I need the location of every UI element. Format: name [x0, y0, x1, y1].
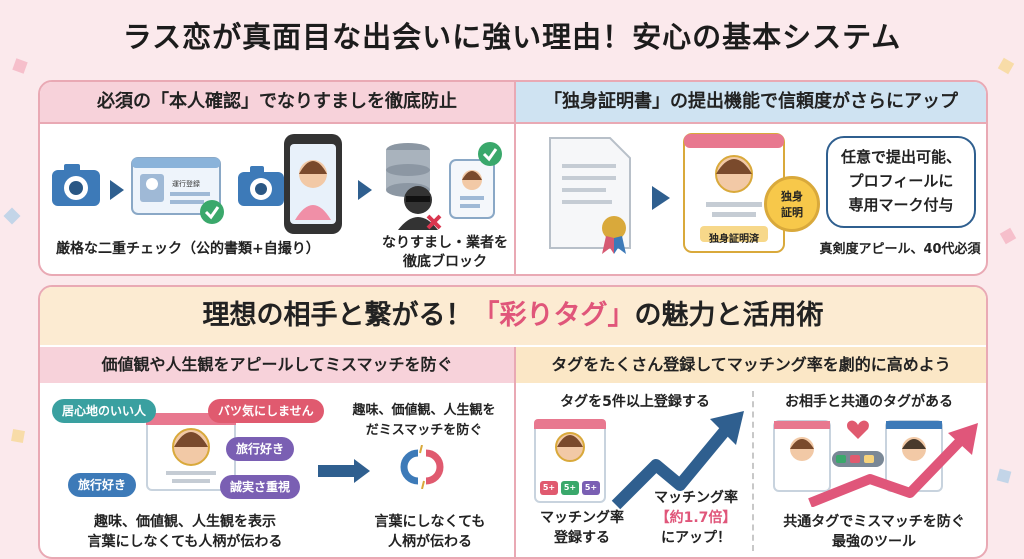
- badge-text-line1: 独身: [781, 190, 803, 203]
- chip-5plus: 5+: [540, 481, 558, 495]
- rate-caption2-line1: マッチング率: [654, 490, 738, 506]
- tags-panel: 理想の相手と繋がる！「彩りタグ」の魅力と活用術 価値観や人生観をアピールしてミス…: [38, 285, 988, 559]
- tag-cozy: 居心地のいい人: [52, 399, 157, 423]
- side-caption-line2: だミスマッチを防ぐ: [365, 423, 483, 438]
- tag-travel-2: 旅行好き: [68, 473, 137, 497]
- confetti: [11, 429, 25, 443]
- arrow-right-icon: [110, 180, 124, 200]
- growth-arrow-icon: [611, 411, 744, 510]
- shared-tag-chip: [850, 455, 860, 463]
- chip-5plus: 5+: [582, 481, 600, 495]
- dashed-divider: [752, 391, 754, 551]
- panel-divider: [514, 82, 516, 274]
- identity-flow-illustration: 運行登録: [52, 134, 502, 234]
- identity-check-header: 必須の「本人確認」でなりすましを徹底防止: [40, 82, 514, 122]
- block-caption-line2: 徹底ブロック: [403, 254, 487, 270]
- confetti: [12, 58, 28, 74]
- double-check-caption: 厳格な二重チェック（公的書類+自撮り）: [56, 241, 320, 257]
- common-tags: お相手と共通のタグがある: [785, 394, 953, 410]
- confetti: [3, 207, 21, 225]
- bubble-line2: プロフィールに: [848, 172, 954, 190]
- boost-matching-header: タグをたくさん登録してマッチング率を劇的に高めよう: [516, 347, 986, 383]
- profile-card-left: [773, 420, 831, 492]
- profile-card-right: [885, 420, 943, 492]
- rate-caption1-line1: マッチング率: [540, 510, 624, 526]
- certificate-document-icon: [549, 137, 631, 254]
- heart-icon: [847, 420, 869, 439]
- side-caption2-line1: 言葉にしなくても: [374, 514, 486, 530]
- rate-caption1-line2: 登録する: [554, 530, 610, 546]
- tags-title: 理想の相手と繋がる！「彩りタグ」の魅力と活用術: [40, 287, 986, 345]
- info-bubble: [826, 136, 976, 228]
- growth-arrow-head: [948, 423, 978, 455]
- common-tags-illustration: [773, 420, 978, 507]
- certified-profile-icon: [683, 133, 785, 253]
- profile-card-header: [534, 419, 606, 429]
- tags-title-post: の魅力と活用術: [634, 300, 824, 331]
- avatar-icon: [172, 428, 210, 466]
- common-caption-line1: 共通タグでミスマッチを防ぐ: [783, 514, 965, 530]
- tags-caption-line1: 趣味、価値観、人生観を表示: [94, 514, 276, 530]
- arrow-shaft: [318, 465, 356, 477]
- tags-title-pre: 理想の相手と繋がる！: [202, 300, 473, 331]
- prevent-mismatch-header: 価値観や人生観をアピールしてミスマッチを防ぐ: [40, 347, 514, 383]
- shared-tag-chip: [864, 455, 874, 463]
- svg-text:運行登録: 運行登録: [172, 179, 200, 188]
- arrow-right-icon: [358, 180, 372, 200]
- confetti: [999, 227, 1017, 245]
- arrow-right-icon: [354, 459, 370, 483]
- profile-line: [166, 471, 216, 475]
- camera-icon: [52, 164, 100, 206]
- profile-line: [172, 479, 210, 483]
- sincerity-caption: 真剣度アピール、40代必須: [819, 242, 981, 257]
- register-five-tags: タグを5件以上登録する: [560, 394, 710, 410]
- side-caption-line1: 趣味、価値観、人生観を: [352, 403, 496, 418]
- chip-5plus: 5+: [561, 481, 579, 495]
- panel-divider: [514, 347, 516, 557]
- broken-link-icon: [400, 445, 444, 489]
- tag-travel: 旅行好き: [226, 437, 295, 461]
- single-cert-illustration: [549, 133, 785, 254]
- safety-panel: 必須の「本人確認」でなりすましを徹底防止 「独身証明書」の提出機能で信頼度がさら…: [38, 80, 988, 276]
- rate-caption2-line3: にアップ！: [661, 530, 731, 546]
- tag-divorce-ok: バツ気にしません: [208, 399, 324, 423]
- badge-text-line2: 証明: [781, 206, 803, 219]
- arrow-right-icon: [652, 186, 670, 210]
- shared-tag-chip: [836, 455, 846, 463]
- certified-label: 独身証明済: [709, 234, 759, 245]
- rate-caption2-highlight: 【約1.7倍】: [655, 510, 737, 526]
- camera-icon: [238, 166, 284, 206]
- header-divider: [40, 122, 986, 124]
- page-title: ラス恋が真面目な出会いに強い理由！安心の基本システム: [122, 20, 902, 54]
- database-block-icon: [386, 143, 442, 230]
- bubble-line1: 任意で提出可能、: [840, 148, 961, 166]
- tag-sincerity: 誠実さ重視: [220, 475, 301, 499]
- block-caption-line1: なりすまし・業者を: [382, 235, 508, 251]
- common-caption-line2: 最強のツール: [832, 534, 916, 550]
- confetti: [996, 468, 1012, 484]
- bubble-line3: 専用マーク付与: [848, 196, 954, 214]
- id-card-icon: 運行登録: [131, 157, 224, 224]
- single-cert-header: 「独身証明書」の提出機能で信頼度がさらにアップ: [516, 82, 986, 122]
- verified-profile-icon: [449, 142, 502, 219]
- single-cert-badge: [764, 176, 820, 232]
- tags-caption-line2: 言葉にしなくても人柄が伝わる: [87, 534, 283, 550]
- confetti: [997, 57, 1015, 75]
- avatar-icon: [555, 432, 585, 462]
- growth-arrow-icon: [808, 431, 970, 507]
- tags-title-highlight: 「彩りタグ」: [472, 300, 635, 331]
- smartphone-selfie-icon: [284, 134, 342, 234]
- side-caption2-line2: 人柄が伝わる: [388, 534, 472, 550]
